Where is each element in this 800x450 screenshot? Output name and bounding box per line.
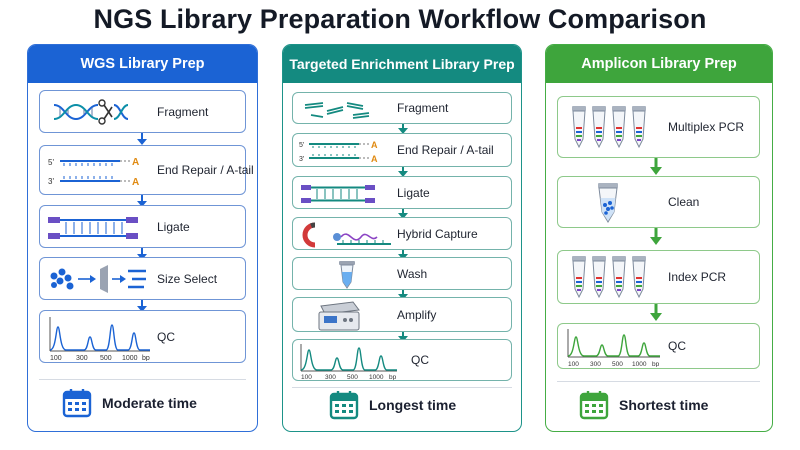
amplicon-step-label: Index PCR (668, 270, 727, 284)
qc-tick-label: 1000 (122, 355, 138, 361)
targeted-step-label: Amplify (397, 307, 437, 322)
bioanalyzer-trace-icon: 100 300 500 1000 bp (49, 317, 150, 361)
targeted-step-wash: Wash (292, 257, 512, 290)
amplicon-step-label: Clean (668, 195, 700, 209)
targeted-step-fragment: Fragment (292, 92, 512, 124)
down-arrow-icon (398, 209, 408, 219)
a-tail-letter: A (132, 157, 139, 168)
page-title: NGS Library Preparation Workflow Compari… (93, 4, 707, 34)
amplicon-step-label: Multiplex PCR (668, 120, 745, 134)
calendar-icon (579, 391, 609, 420)
down-arrow-icon (137, 133, 147, 145)
footer-divider (557, 381, 760, 382)
targeted-panel: Targeted Enrichment Library Prep Fragmen… (282, 44, 522, 432)
a-tail-letter: A (132, 177, 139, 188)
qc-tick-label: 300 (590, 361, 601, 367)
targeted-step-label: Wash (397, 266, 428, 281)
amplicon-panel: Amplicon Library Prep (545, 44, 773, 432)
qc-tick-label: 100 (301, 374, 312, 380)
qc-tick-label: 500 (612, 361, 623, 367)
qc-unit-label: bp (142, 355, 150, 361)
down-arrow-icon (398, 124, 408, 134)
a-tail-letter: A (371, 154, 378, 164)
targeted-step-label: End Repair / A-tail (397, 143, 494, 157)
wash-tube-icon (339, 261, 355, 289)
targeted-step-end-repair: 5' A 3' A End Repair / A-tail (292, 133, 512, 167)
wgs-step-label: Fragment (157, 104, 209, 119)
qc-tick-label: 100 (50, 355, 62, 361)
targeted-panel-title: Targeted Enrichment Library Prep (283, 45, 521, 83)
wgs-panel-title: WGS Library Prep (28, 45, 257, 83)
bioanalyzer-trace-icon: 100 300 500 1000 bp (300, 344, 397, 380)
qc-tick-label: 500 (100, 355, 112, 361)
down-arrow-icon (137, 195, 147, 207)
wgs-time-label: Moderate time (102, 395, 197, 411)
adapter-ligation-icon (48, 217, 138, 239)
cleanup-tube-icon (598, 183, 618, 223)
qc-tick-label: 1000 (632, 361, 647, 367)
wgs-time-row: Moderate time (62, 388, 197, 418)
targeted-step-label: Hybrid Capture (397, 226, 478, 241)
qc-tick-label: 1000 (369, 374, 384, 380)
amplicon-step-label: QC (668, 339, 686, 353)
targeted-step-label: Ligate (397, 185, 430, 200)
strand-three-prime-label: 3' (48, 177, 54, 186)
wgs-step-end-repair: 5' A 3' A End Repair / A-tail (39, 145, 254, 195)
size-selection-icon (50, 265, 146, 293)
wgs-step-label: End Repair / A-tail (157, 163, 254, 177)
dna-fragments-icon (304, 102, 370, 119)
qc-unit-label: bp (389, 374, 397, 380)
strand-end-repair-icon: 5' A 3' A (299, 140, 378, 164)
down-arrow-icon (137, 300, 147, 312)
targeted-step-amplify: Amplify (292, 297, 512, 332)
wgs-panel: WGS Library Prep Fragment 5' A 3' (27, 44, 258, 432)
targeted-step-label: Fragment (397, 101, 449, 115)
pcr-tubes-icon (572, 256, 646, 299)
qc-tick-label: 500 (347, 374, 358, 380)
amplicon-step-multiplex-pcr: Multiplex PCR (557, 96, 760, 158)
qc-tick-label: 100 (568, 361, 579, 367)
amplicon-step-index-pcr: Index PCR (557, 250, 760, 304)
down-arrow-icon (650, 228, 662, 245)
qc-tick-label: 300 (76, 355, 88, 361)
amplicon-time-label: Shortest time (619, 397, 709, 413)
footer-divider (39, 379, 246, 380)
dna-scissors-icon (53, 99, 129, 125)
targeted-time-row: Longest time (329, 390, 456, 420)
down-arrow-icon (650, 304, 662, 321)
amplicon-panel-title: Amplicon Library Prep (546, 45, 772, 83)
wgs-step-size-select: Size Select (39, 257, 246, 300)
strand-three-prime-label: 3' (299, 156, 304, 163)
pcr-tubes-icon (572, 106, 646, 149)
amplicon-step-clean: Clean (557, 176, 760, 228)
amplicon-step-qc: 100 300 500 1000 bp QC (557, 323, 760, 369)
magnet-capture-icon (302, 222, 391, 248)
amplicon-time-row: Shortest time (579, 390, 708, 420)
targeted-step-ligate: Ligate (292, 176, 512, 209)
wgs-step-label: Size Select (157, 271, 218, 286)
qc-unit-label: bp (652, 361, 660, 367)
a-tail-letter: A (371, 140, 378, 150)
wgs-step-fragment: Fragment (39, 90, 246, 133)
qc-tick-label: 300 (325, 374, 336, 380)
wgs-step-label: QC (157, 329, 175, 344)
strand-end-repair-icon: 5' A 3' A (48, 157, 139, 188)
wgs-step-ligate: Ligate (39, 205, 246, 248)
down-arrow-icon (650, 158, 662, 175)
thermocycler-icon (318, 301, 360, 331)
adapter-ligation-icon (301, 185, 375, 203)
targeted-time-label: Longest time (369, 397, 457, 413)
down-arrow-icon (398, 167, 408, 177)
calendar-icon (62, 389, 92, 418)
strand-five-prime-label: 5' (299, 142, 304, 149)
bioanalyzer-trace-icon: 100 300 500 1000 bp (567, 329, 660, 367)
wgs-step-qc: 100 300 500 1000 bp QC (39, 310, 246, 363)
targeted-step-qc: 100 300 500 1000 bp QC (292, 339, 512, 381)
targeted-step-hybrid-capture: Hybrid Capture (292, 217, 512, 250)
calendar-icon (329, 391, 359, 420)
strand-five-prime-label: 5' (48, 158, 54, 167)
targeted-step-label: QC (411, 353, 429, 367)
wgs-step-label: Ligate (157, 219, 190, 234)
footer-divider (292, 387, 512, 388)
